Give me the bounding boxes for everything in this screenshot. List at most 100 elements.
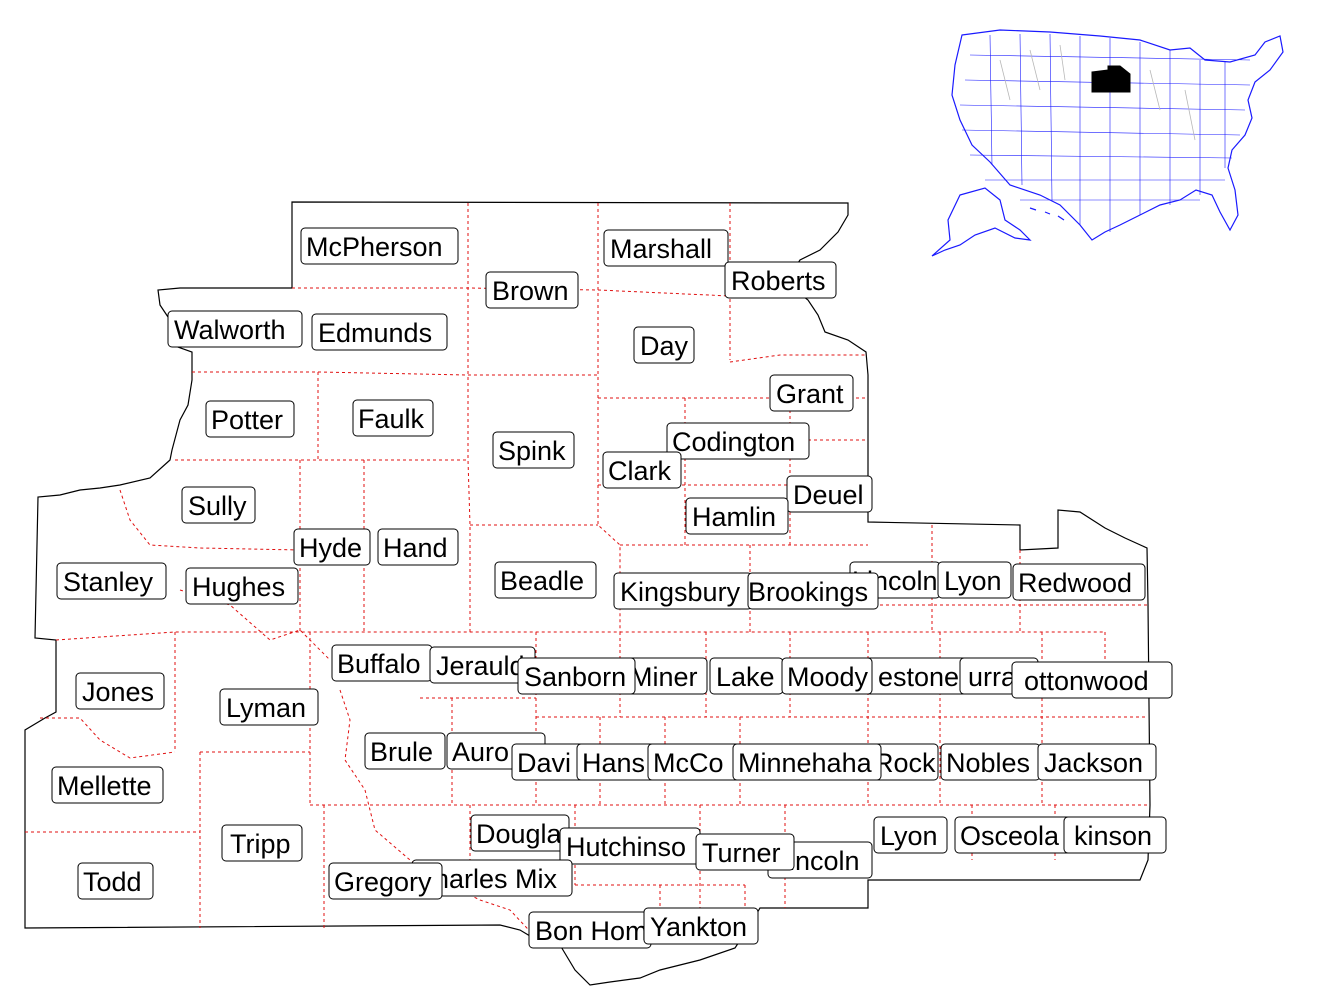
svg-text:Sanborn: Sanborn — [524, 662, 626, 692]
label-jerauld: Jerauld — [429, 646, 536, 684]
svg-text:Lyman: Lyman — [226, 693, 306, 723]
svg-text:Tripp: Tripp — [230, 829, 291, 859]
svg-text:Beadle: Beadle — [500, 566, 584, 596]
label-walworth: Walworth — [167, 310, 303, 348]
svg-text:Nobles: Nobles — [946, 748, 1030, 778]
locator-hawaii — [1029, 207, 1065, 221]
label-faulk: Faulk — [352, 399, 434, 437]
svg-text:Rock: Rock — [874, 748, 936, 778]
label-todd: Todd — [77, 862, 154, 900]
svg-text:Yankton: Yankton — [650, 912, 747, 942]
label-douglas: Douglas — [470, 814, 575, 852]
svg-text:estone: estone — [878, 662, 959, 692]
label-edmunds: Edmunds — [311, 313, 448, 351]
label-spink: Spink — [492, 431, 575, 469]
svg-text:Lyon: Lyon — [880, 821, 938, 851]
svg-text:Lyon: Lyon — [944, 566, 1002, 596]
svg-text:Edmunds: Edmunds — [318, 318, 432, 348]
svg-text:Jones: Jones — [82, 677, 154, 707]
svg-text:Minnehaha: Minnehaha — [738, 748, 873, 778]
svg-text:Faulk: Faulk — [358, 404, 425, 434]
label-turner: Turner — [695, 833, 795, 871]
label-minnehaha: Minnehaha — [732, 743, 882, 781]
label-moody: Moody — [781, 657, 873, 695]
label-hand: Hand — [377, 528, 459, 566]
svg-text:Mellette: Mellette — [57, 771, 152, 801]
svg-text:McPherson: McPherson — [306, 232, 443, 262]
svg-text:Brookings: Brookings — [748, 577, 868, 607]
svg-text:McCo: McCo — [653, 748, 724, 778]
svg-text:Jerauld: Jerauld — [436, 651, 525, 681]
label-mellette: Mellette — [51, 766, 164, 804]
svg-text:Jackson: Jackson — [1044, 748, 1143, 778]
label-pipestone: estone — [863, 657, 971, 695]
label-beadle: Beadle — [494, 561, 597, 599]
svg-text:Brule: Brule — [370, 737, 433, 767]
label-jackson: Jackson — [1037, 743, 1157, 781]
label-hamlin: Hamlin — [685, 497, 789, 535]
label-hyde: Hyde — [293, 528, 371, 566]
svg-text:Miner: Miner — [630, 662, 698, 692]
svg-text:kinson: kinson — [1074, 821, 1152, 851]
label-lyon-ia: Lyon — [873, 816, 948, 854]
locator-county-lines — [959, 33, 1251, 232]
svg-text:Spink: Spink — [498, 436, 566, 466]
label-osceola: Osceola — [954, 816, 1074, 854]
label-lake: Lake — [709, 657, 784, 695]
svg-text:Todd: Todd — [83, 867, 142, 897]
label-potter: Potter — [205, 400, 295, 438]
label-dickinson: kinson — [1063, 816, 1167, 854]
label-lyon-mn: Lyon — [937, 561, 1012, 599]
label-stanley: Stanley — [56, 562, 167, 600]
label-grant: Grant — [769, 374, 854, 412]
label-cottonwood: ottonwood — [1011, 661, 1173, 699]
svg-text:Potter: Potter — [211, 405, 283, 435]
label-redwood: Redwood — [1012, 563, 1146, 601]
svg-text:Auro: Auro — [452, 737, 509, 767]
label-sully: Sully — [181, 486, 256, 524]
label-charles-mix: harles Mix — [411, 859, 573, 897]
svg-text:Hand: Hand — [383, 533, 448, 563]
label-deuel: Deuel — [786, 475, 873, 513]
svg-text:ottonwood: ottonwood — [1024, 666, 1149, 696]
svg-text:Roberts: Roberts — [731, 266, 826, 296]
svg-text:Stanley: Stanley — [63, 567, 154, 597]
label-marshall: Marshall — [603, 229, 729, 267]
label-buffalo: Buffalo — [331, 644, 433, 682]
svg-text:Lake: Lake — [716, 662, 775, 692]
region-outline — [24, 201, 1151, 986]
label-sanborn: Sanborn — [517, 657, 636, 695]
svg-text:Osceola: Osceola — [960, 821, 1060, 851]
label-gregory: Gregory — [328, 862, 443, 900]
label-clark: Clark — [602, 451, 682, 489]
locator-inset — [931, 29, 1284, 257]
label-roberts: Roberts — [724, 261, 837, 299]
locator-highlight — [1091, 65, 1131, 93]
svg-text:Moody: Moody — [787, 662, 869, 692]
county-labels: McPherson Marshall Brown Roberts Walwort… — [51, 227, 1173, 949]
label-jones: Jones — [75, 672, 165, 710]
label-hutchinson: Hutchinso — [559, 827, 701, 865]
label-brookings: Brookings — [747, 572, 879, 610]
label-brule: Brule — [364, 732, 446, 770]
label-kingsbury: Kingsbury — [613, 572, 753, 610]
svg-text:Walworth: Walworth — [174, 315, 286, 345]
svg-text:Clark: Clark — [608, 456, 672, 486]
label-brown: Brown — [485, 271, 579, 309]
svg-text:Hughes: Hughes — [192, 572, 285, 602]
label-day: Day — [633, 326, 695, 364]
svg-text:Gregory: Gregory — [334, 867, 432, 897]
label-hanson: Hans — [576, 743, 658, 781]
label-nobles: Nobles — [940, 743, 1041, 781]
svg-text:Grant: Grant — [776, 379, 844, 409]
svg-text:harles Mix: harles Mix — [434, 864, 558, 894]
svg-text:Hans: Hans — [582, 748, 645, 778]
label-yankton: Yankton — [643, 907, 759, 945]
label-lyman: Lyman — [219, 688, 319, 726]
label-tripp: Tripp — [221, 824, 303, 862]
label-davison: Davi — [511, 743, 593, 781]
svg-text:Codington: Codington — [672, 427, 795, 457]
label-hughes: Hughes — [185, 567, 299, 605]
svg-text:Turner: Turner — [702, 838, 781, 868]
